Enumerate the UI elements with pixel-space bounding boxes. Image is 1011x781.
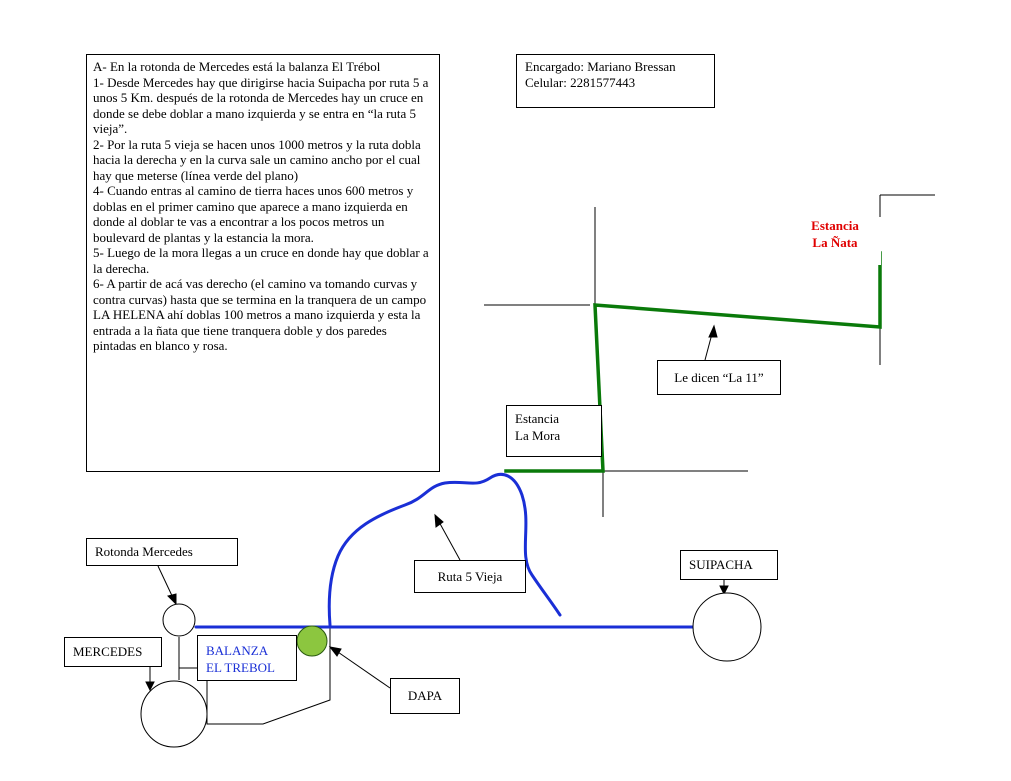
suipacha-city-circle bbox=[692, 592, 762, 662]
arrow-mercedes-head bbox=[145, 681, 155, 692]
instruction-line: 2- Por la ruta 5 vieja se hacen unos 100… bbox=[93, 136, 421, 183]
rotonda-mercedes-circle bbox=[162, 603, 196, 637]
mercedes-city-circle bbox=[140, 680, 208, 748]
la-11-label: Le dicen “La 11” bbox=[657, 360, 781, 395]
la-11-text: Le dicen “La 11” bbox=[674, 369, 764, 385]
ruta-5-vieja bbox=[327, 472, 562, 627]
rotonda-mercedes-label: Rotonda Mercedes bbox=[86, 538, 238, 566]
ruta5-text: Ruta 5 Vieja bbox=[437, 568, 503, 584]
mora-label-line2: La Mora bbox=[515, 428, 561, 443]
balanza-el-trebol-label: BALANZA EL TREBOL bbox=[197, 635, 297, 681]
mora-label-line1: Estancia bbox=[515, 411, 560, 426]
arrow-rotonda bbox=[157, 565, 175, 601]
instructions-box: A- En la rotonda de Mercedes está la bal… bbox=[86, 54, 440, 472]
balanza-label-line2: EL TREBOL bbox=[206, 660, 275, 675]
suipacha-label: SUIPACHA bbox=[680, 550, 778, 580]
dapa-text: DAPA bbox=[407, 688, 443, 704]
instruction-line: 4- Cuando entras al camino de tierra hac… bbox=[93, 183, 414, 245]
arrow-ruta5-head bbox=[434, 513, 444, 528]
ruta-5-vieja-label: Ruta 5 Vieja bbox=[414, 560, 526, 593]
instruction-line: 6- A partir de acá vas derecho (el camin… bbox=[93, 276, 427, 353]
contact-box: Encargado: Mariano Bressan Celular: 2281… bbox=[516, 54, 715, 108]
mercedes-text: MERCEDES bbox=[73, 644, 143, 660]
nata-label-line2: La Ñata bbox=[812, 235, 858, 250]
estancia-la-nata-label: Estancia La Ñata bbox=[789, 217, 881, 265]
rotonda-text: Rotonda Mercedes bbox=[95, 544, 193, 560]
dapa-marker bbox=[296, 625, 328, 657]
arrow-dapa-head bbox=[328, 646, 342, 657]
balanza-label-line1: BALANZA bbox=[206, 643, 269, 658]
instruction-line: A- En la rotonda de Mercedes está la bal… bbox=[93, 59, 381, 74]
instruction-line: 1- Desde Mercedes hay que dirigirse haci… bbox=[93, 74, 429, 137]
manager-phone: Celular: 2281577443 bbox=[525, 74, 636, 90]
instruction-line: 5- Luego de la mora llegas a un cruce en… bbox=[93, 245, 429, 276]
arrow-la11-head bbox=[708, 324, 718, 338]
arrow-ruta5 bbox=[437, 519, 461, 561]
mercedes-label: MERCEDES bbox=[64, 637, 162, 667]
suipacha-text: SUIPACHA bbox=[689, 557, 753, 573]
arrow-dapa bbox=[334, 649, 391, 689]
dapa-label: DAPA bbox=[390, 678, 460, 714]
estancia-la-mora-label: Estancia La Mora bbox=[506, 405, 602, 457]
arrow-suipacha-head bbox=[719, 585, 729, 596]
nata-label-line1: Estancia bbox=[811, 218, 859, 233]
manager-name: Encargado: Mariano Bressan bbox=[525, 59, 676, 74]
green-route bbox=[504, 251, 882, 473]
arrow-rotonda-head bbox=[167, 593, 177, 606]
